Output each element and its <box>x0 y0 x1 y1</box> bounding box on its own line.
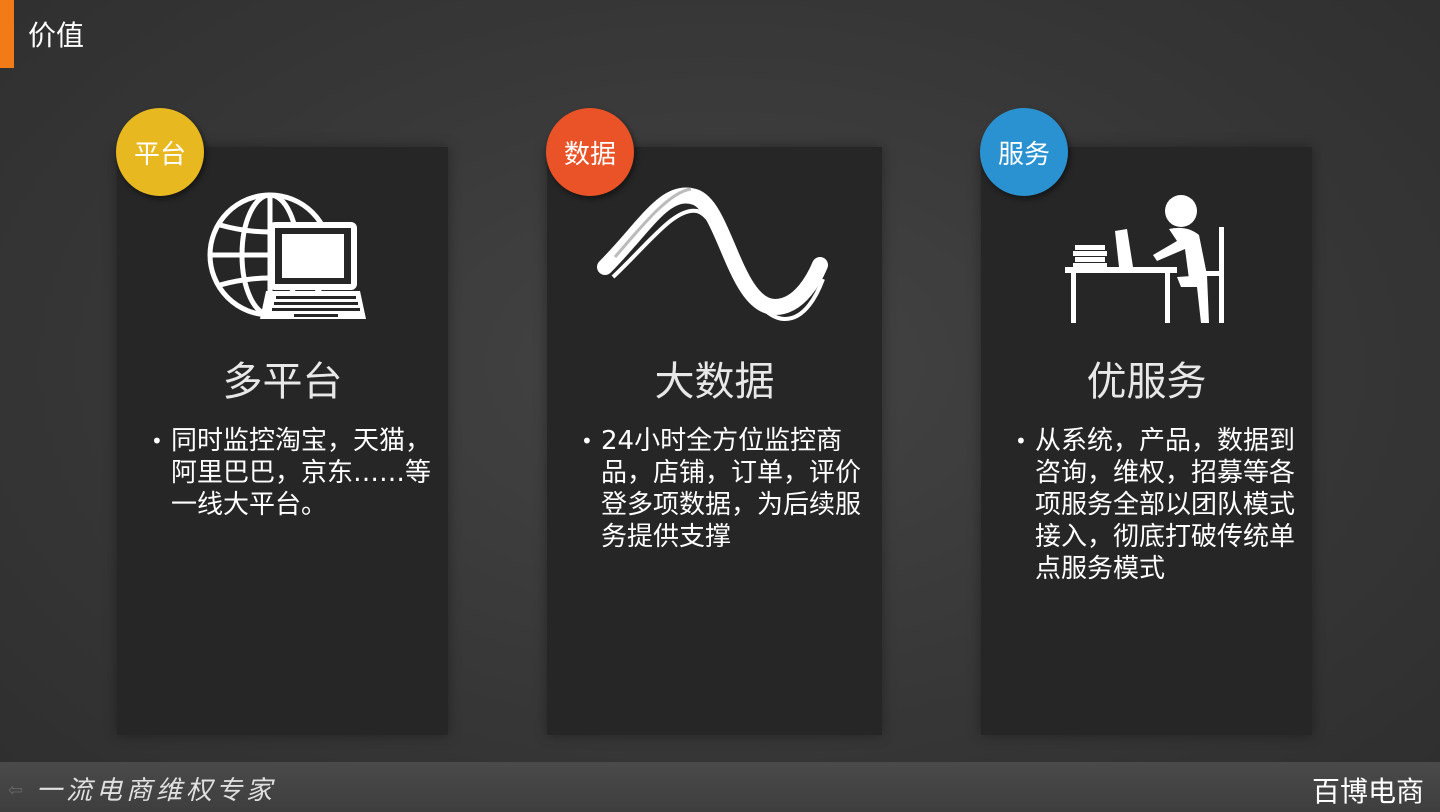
badge-service: 服务 <box>980 108 1068 196</box>
card-heading-service: 优服务 <box>1086 359 1207 405</box>
slide-title: 价值 <box>28 19 85 52</box>
arrow-left-icon[interactable]: ⇦ <box>8 780 24 801</box>
wave-ribbon-icon <box>547 187 882 337</box>
badge-data: 数据 <box>546 108 634 196</box>
card-service: 服务 优服务 从系统，产品，数据到咨询，维权，招募等各项服务全部以团队模式接入，… <box>980 108 1312 735</box>
bullet-platform: 同时监控淘宝，天猫，阿里巴巴，京东……等一线大平台。 <box>151 425 442 521</box>
person-at-desk-icon <box>981 187 1312 337</box>
title-accent-bar <box>0 0 14 68</box>
card-data: 数据 大数据 24小时全方位监控商品，店铺，订单，评价登多项数据，为后续服务提供… <box>546 108 882 735</box>
footer-brand: 百博电商 <box>1311 775 1424 808</box>
card-heading-data: 大数据 <box>654 359 775 405</box>
footer-slogan: 一流电商维权专家 <box>36 776 277 806</box>
bullet-service: 从系统，产品，数据到咨询，维权，招募等各项服务全部以团队模式接入，彻底打破传统单… <box>1015 425 1306 585</box>
badge-platform: 平台 <box>116 108 204 196</box>
card-heading-platform: 多平台 <box>222 359 343 405</box>
bullet-data: 24小时全方位监控商品，店铺，订单，评价登多项数据，为后续服务提供支撑 <box>581 425 876 553</box>
footer-bar: ⇦ 一流电商维权专家 百博电商 <box>0 762 1440 812</box>
globe-laptop-icon <box>117 187 448 337</box>
card-platform: 平台 多平台 同时监控淘宝，天猫，阿里巴巴，京东……等一线大平台。 <box>116 108 448 735</box>
